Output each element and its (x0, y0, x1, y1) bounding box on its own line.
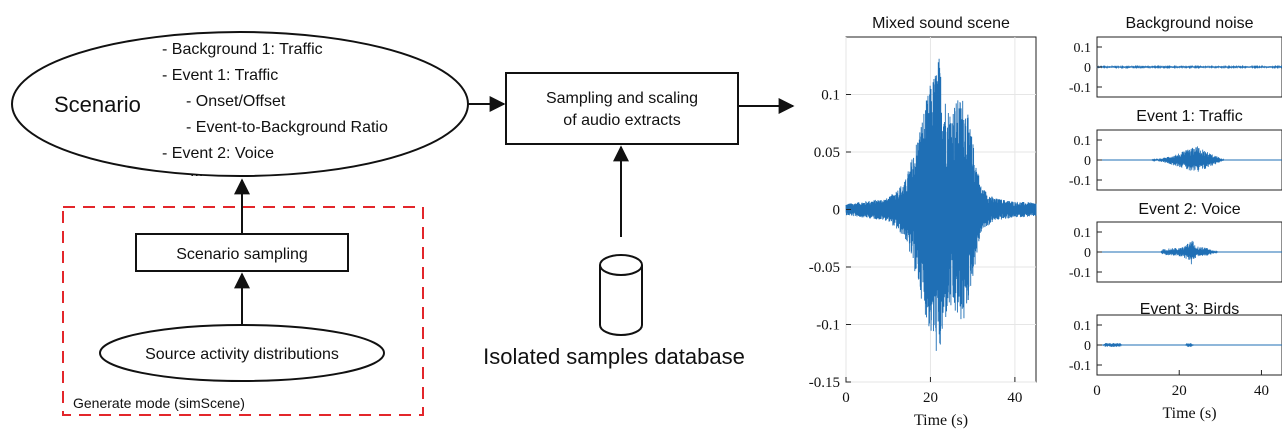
scenario-line-6: ... (190, 163, 203, 180)
y-tick-label: -0.15 (809, 375, 840, 391)
y-tick-label: 0.1 (1074, 319, 1092, 334)
scenario-sampling-label: Scenario sampling (176, 246, 308, 263)
chart-title: Event 2: Voice (1138, 201, 1240, 218)
x-axis-label: Time (s) (914, 412, 968, 429)
x-tick-label: 20 (923, 390, 938, 406)
y-tick-label: 0 (833, 203, 841, 219)
scenario-line-1: - Background 1: Traffic (162, 41, 323, 58)
scenario-title: Scenario (54, 92, 141, 117)
y-tick-label: 0.1 (1074, 41, 1092, 56)
chart-title: Event 1: Traffic (1136, 108, 1242, 125)
y-tick-label: -0.1 (1069, 174, 1091, 189)
chart-panel-0: -0.15 -0.1 -0.05 0 0.05 0.1 0 20 40 Mixed sound s… (809, 15, 1037, 429)
waveform-series (845, 58, 1037, 351)
y-tick-label: 0.05 (814, 145, 840, 161)
y-tick-label: 0 (1084, 339, 1091, 354)
scenario-line-3: - Onset/Offset (186, 93, 286, 110)
y-tick-label: -0.1 (1069, 359, 1091, 374)
scenario-sampling-box: Scenario sampling (135, 233, 349, 272)
source-distributions-label: Source activity distributions (145, 346, 339, 363)
y-tick-label: -0.1 (816, 318, 840, 334)
scenario-node: Scenario - Background 1: Traffic - Event… (11, 31, 469, 180)
database-cylinder-icon (599, 254, 643, 336)
sampling-label-line2: of audio extracts (563, 112, 680, 129)
waveform-charts: -0.15 -0.1 -0.05 0 0.05 0.1 0 20 40 Mixed sound s… (809, 15, 1282, 429)
sampling-rect (505, 72, 739, 145)
y-tick-label: -0.1 (1069, 81, 1091, 96)
y-tick-label: -0.1 (1069, 266, 1091, 281)
x-axis-label: Time (s) (1162, 405, 1216, 422)
chart-title: Mixed sound scene (872, 15, 1010, 32)
y-tick-label: 0 (1084, 61, 1091, 76)
chart-panel-1: -0.1 0 0.1 Background noise (1069, 15, 1282, 98)
sampling-label-line1: Sampling and scaling (546, 90, 698, 107)
scenario-line-5: - Event 2: Voice (162, 145, 274, 162)
x-tick-label: 40 (1007, 390, 1022, 406)
chart-panel-2: -0.1 0 0.1 Event 1: Traffic (1069, 108, 1282, 191)
x-tick-label: 40 (1254, 383, 1269, 399)
y-tick-label: 0.1 (1074, 134, 1092, 149)
generate-mode-label: Generate mode (simScene) (73, 395, 245, 411)
x-tick-label: 20 (1172, 383, 1187, 399)
y-tick-label: 0.1 (1074, 226, 1092, 241)
scenario-line-4: - Event-to-Background Ratio (186, 119, 388, 136)
y-tick-label: -0.05 (809, 260, 840, 276)
x-tick-label: 0 (1093, 383, 1101, 399)
chart-title: Event 3: Birds (1140, 301, 1240, 318)
scenario-line-2: - Event 1: Traffic (162, 67, 278, 84)
source-distributions-node: Source activity distributions (99, 324, 385, 382)
chart-title: Background noise (1125, 15, 1253, 32)
y-tick-label: 0.1 (821, 88, 840, 104)
sampling-box: Sampling and scaling of audio extracts (505, 72, 739, 145)
y-tick-label: 0 (1084, 246, 1091, 261)
chart-panel-3: -0.1 0 0.1 Event 2: Voice (1069, 201, 1282, 283)
source-distributions-ellipse (99, 324, 385, 382)
x-tick-label: 0 (842, 390, 850, 406)
y-tick-label: 0 (1084, 154, 1091, 169)
scenario-sampling-rect (135, 233, 349, 272)
database-label: Isolated samples database (483, 344, 745, 369)
